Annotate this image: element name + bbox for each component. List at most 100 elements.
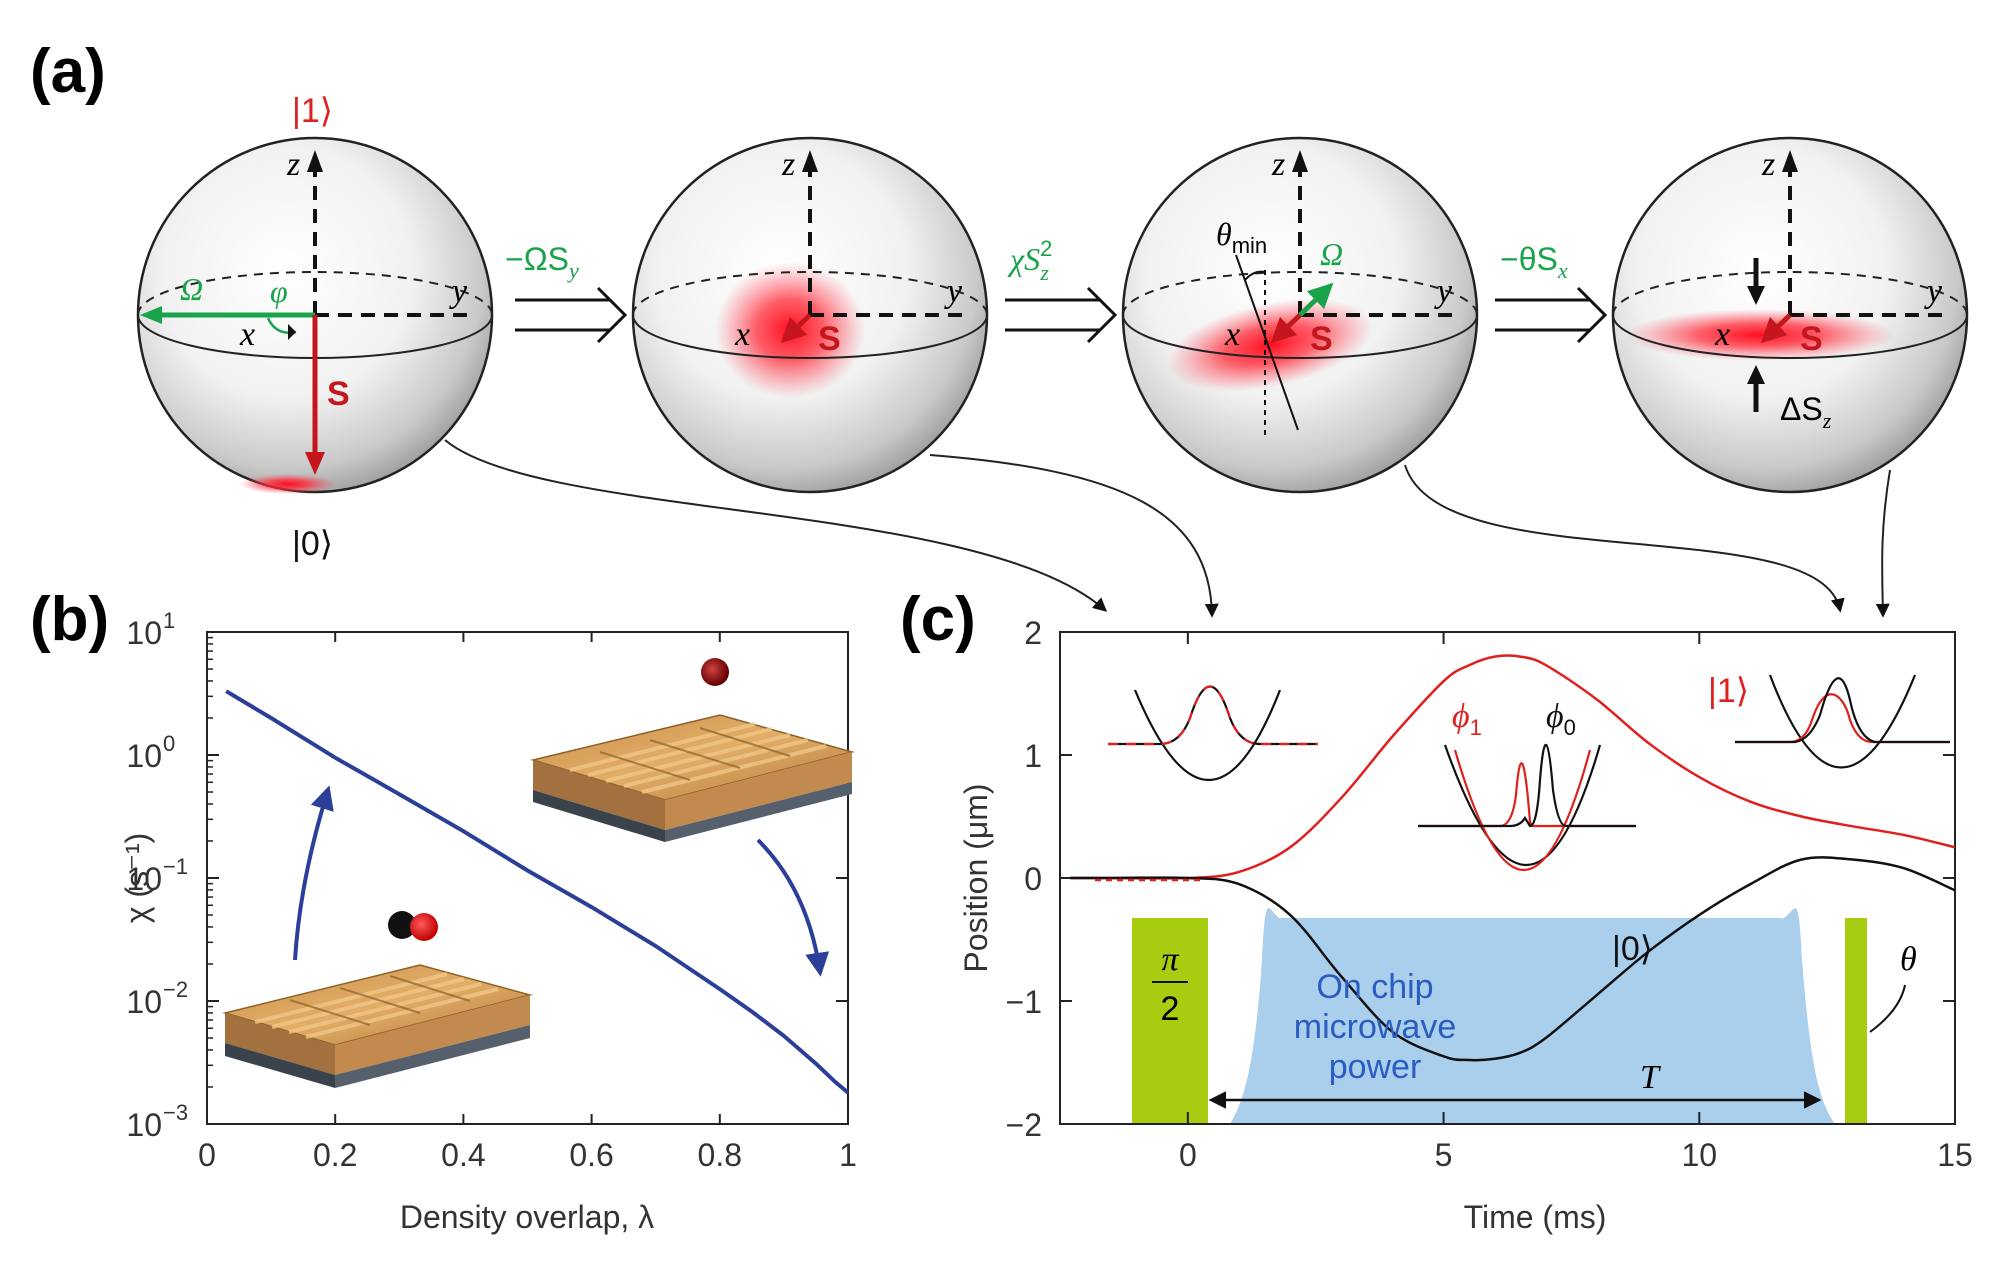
theta-pulse (1845, 918, 1867, 1124)
x-tick-label: 0.2 (313, 1137, 357, 1173)
x-tick-label: 0.6 (569, 1137, 613, 1173)
y-tick-exponent: −2 (163, 977, 188, 1002)
y-axis-title-b: χ (s⁻¹) (119, 833, 155, 924)
bloch-sphere-2: z y x S (631, 136, 989, 494)
curved-arrow-up (293, 785, 334, 961)
phi0-label: ϕ (1546, 698, 1564, 735)
inset-potential-middle (1418, 743, 1636, 872)
theta-pulse-label: θ (1900, 941, 1917, 978)
axis-x-label: x (734, 316, 750, 353)
axis-x-label: x (239, 316, 255, 353)
y-tick-exponent: 1 (163, 608, 175, 633)
theta-min-sub: min (1232, 233, 1267, 258)
operator-arrow-3: −θSx (1495, 241, 1608, 344)
spin-label: S (1310, 320, 1333, 358)
axis-x-label: x (1224, 316, 1240, 353)
ket-1-label: |1⟩ (292, 92, 333, 130)
panel-label-a: (a) (30, 37, 106, 106)
y-ticks-c: 210−1−2 (1006, 615, 1955, 1143)
op2-text: χS (1007, 241, 1040, 277)
theta-pointer (1869, 984, 1906, 1033)
microwave-label-line2: microwave (1294, 1008, 1456, 1046)
op2-sub: z (1039, 260, 1049, 285)
svg-text:ϕ1: ϕ1 (1452, 698, 1482, 740)
axis-y-label: y (1924, 273, 1943, 310)
op2-sup: 2 (1040, 236, 1052, 261)
op3-text: −θS (1500, 241, 1558, 277)
ket-0-curve-label: |0⟩ (1612, 930, 1653, 968)
axis-z-label: z (1761, 146, 1775, 183)
op3-sub: x (1557, 258, 1568, 283)
y-tick-label: 2 (1024, 615, 1042, 651)
chip-illustration-top (530, 658, 855, 842)
pi-half-pulse (1132, 918, 1208, 1124)
ket-1-curve-label: |1⟩ (1708, 672, 1749, 710)
phi-label: φ (270, 273, 288, 309)
duration-label-T: T (1640, 1059, 1661, 1096)
y-tick-label: 1 (1024, 738, 1042, 774)
axis-z-label: z (781, 146, 795, 183)
y-tick-label: −2 (1006, 1107, 1042, 1143)
axis-y-label: y (449, 273, 468, 310)
x-tick-label: 10 (1681, 1137, 1717, 1173)
theta-min-label: θ (1216, 216, 1232, 252)
spin-label: S (1800, 320, 1823, 358)
y-tick-label: 10 (126, 861, 162, 897)
svg-text:−θSx: −θSx (1500, 241, 1568, 283)
microwave-label-line3: power (1329, 1048, 1422, 1086)
y-tick-label: 10 (126, 984, 162, 1020)
ket-0-label: |0⟩ (292, 525, 333, 563)
atom-dot-red (410, 913, 438, 941)
x-tick-label: 0 (1179, 1137, 1197, 1173)
atom-dot (701, 658, 729, 686)
panel-label-b: (b) (30, 585, 109, 654)
connector-arrows (444, 439, 1891, 618)
microwave-power-envelope-top (1262, 918, 1802, 1124)
omega-label: Ω (180, 271, 203, 307)
axis-x-label: x (1714, 316, 1730, 353)
bloch-sphere-4: z y x S ΔSz (1611, 136, 1969, 494)
panel-label-c: (c) (900, 585, 976, 654)
y-tick-label: 10 (126, 738, 162, 774)
x-tick-label: 15 (1937, 1137, 1973, 1173)
panel-a: z y x Ω φ S |1⟩ |0⟩ −ΩSy z (136, 92, 1969, 618)
series-line-ket0 (1070, 856, 1956, 1062)
y-tick-label: 10 (126, 615, 162, 651)
svg-text:ϕ0: ϕ0 (1546, 698, 1576, 740)
bloch-sphere-3: z y x S Ω θmin (1121, 136, 1479, 494)
y-tick-label: 10 (126, 1107, 162, 1143)
phi0-sub: 0 (1564, 715, 1576, 740)
op1-text: −ΩS (505, 241, 569, 277)
x-axis-title-b: Density overlap, λ (400, 1199, 654, 1235)
svg-text:ΔSz: ΔSz (1780, 391, 1832, 433)
delta-sz-sub: z (1822, 408, 1832, 433)
spin-label: S (818, 320, 841, 358)
microwave-label-line1: On chip (1316, 968, 1433, 1006)
y-tick-exponent: −3 (163, 1100, 188, 1125)
x-axis-title-c: Time (ms) (1464, 1199, 1607, 1235)
pi-numerator: π (1161, 941, 1179, 978)
svg-text:θmin: θmin (1216, 216, 1267, 258)
axis-z-label: z (286, 146, 300, 183)
inset-potential-right (1735, 674, 1950, 769)
series-line-ket1 (1070, 654, 1956, 880)
x-tick-label: 0 (198, 1137, 216, 1173)
x-tick-label: 1 (839, 1137, 857, 1173)
y-axis-title-c: Position (μm) (958, 783, 994, 972)
x-tick-label: 5 (1435, 1137, 1453, 1173)
omega-label: Ω (1320, 236, 1343, 272)
y-tick-exponent: −1 (163, 854, 188, 879)
y-tick-label: 0 (1024, 861, 1042, 897)
operator-arrow-1: −ΩSy (505, 241, 628, 344)
chi-curve (225, 689, 850, 1095)
x-tick-label: 0.4 (441, 1137, 485, 1173)
atom-dot-black (388, 911, 416, 939)
axis-y-label: y (1434, 273, 1453, 310)
bloch-sphere-1: z y x Ω φ S (136, 136, 494, 494)
